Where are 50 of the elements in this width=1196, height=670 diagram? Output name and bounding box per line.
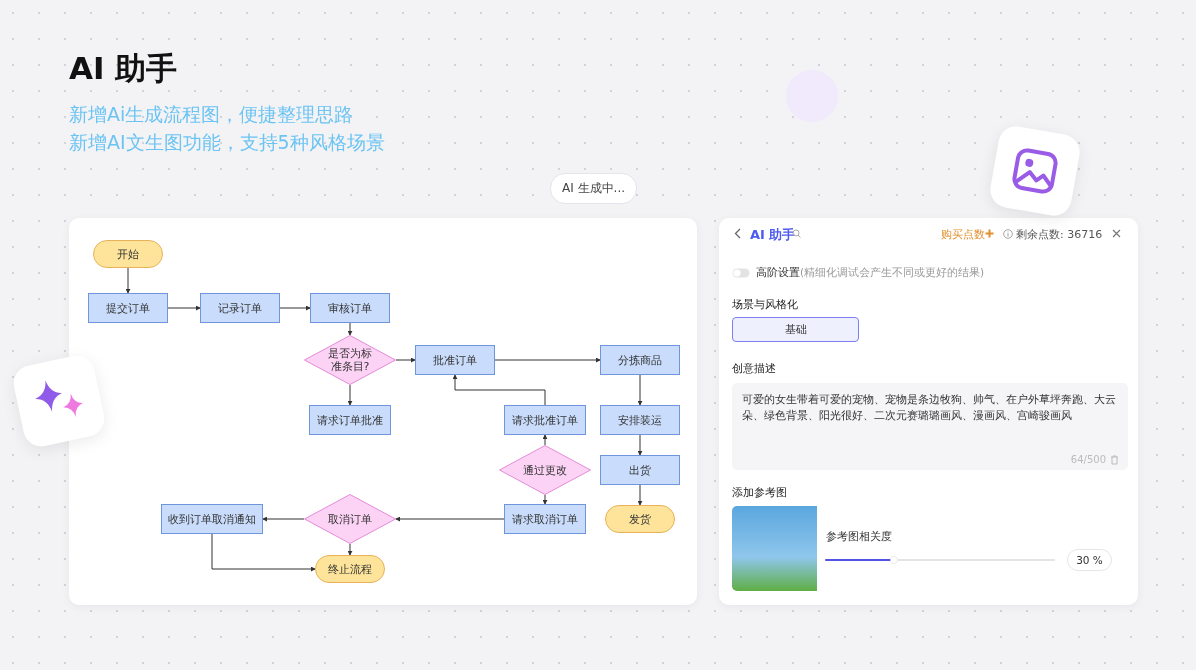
process-box: 出货 bbox=[600, 455, 680, 485]
arrow bbox=[637, 434, 643, 456]
section-heading: 创意描述 bbox=[732, 361, 776, 376]
arrow bbox=[542, 434, 548, 446]
arrow bbox=[452, 374, 546, 406]
terminal-pill: 开始 bbox=[93, 240, 163, 268]
arrow bbox=[494, 357, 601, 363]
terminal-pill: 终止流程 bbox=[315, 555, 385, 583]
title: AI 助手 bbox=[69, 49, 178, 88]
process-box: 批准订单 bbox=[415, 345, 495, 375]
subtitle: 新增Ai生成流程图，便捷整理思路 bbox=[69, 102, 354, 127]
percentage-field: 30 % bbox=[1067, 549, 1112, 571]
arrow bbox=[542, 494, 548, 505]
status-pill: AI 生成中... bbox=[550, 173, 637, 204]
decision-diamond: 是否为标准条目? bbox=[304, 335, 396, 385]
slider-label: 参考图相关度 bbox=[826, 529, 892, 544]
terminal-pill: 发货 bbox=[605, 505, 675, 533]
process-box: 提交订单 bbox=[88, 293, 168, 323]
arrow bbox=[395, 516, 505, 522]
setting-label: 高阶设置(精细化调试会产生不同或更好的结果) bbox=[756, 266, 985, 280]
process-box: 请求订单批准 bbox=[309, 405, 391, 435]
section-heading: 场景与风格化 bbox=[732, 297, 798, 312]
panel-title: AI 助手 bbox=[750, 226, 796, 244]
section-heading: 添加参考图 bbox=[732, 485, 787, 500]
arrow bbox=[637, 484, 643, 506]
process-box: 分拣商品 bbox=[600, 345, 680, 375]
process-box: 请求批准订单 bbox=[504, 405, 586, 435]
arrow bbox=[262, 516, 305, 522]
decision-diamond: 通过更改 bbox=[499, 445, 591, 495]
process-box: 请求取消订单 bbox=[504, 504, 586, 534]
arrow bbox=[279, 305, 311, 311]
description-field: 可爱的女生带着可爱的宠物、宠物是条边牧狗、帅气、在户外草坪奔跑、大云朵、绿色背景、阳光很好、二次元赛璐璐画风、漫画风、宫崎骏画风 64/500 bbox=[732, 383, 1128, 470]
process-box: 安排装运 bbox=[600, 405, 680, 435]
arrow bbox=[637, 374, 643, 406]
arrow bbox=[347, 543, 353, 556]
process-box: 审核订单 bbox=[310, 293, 390, 323]
process-box: 收到订单取消通知 bbox=[161, 504, 263, 534]
arrow bbox=[347, 322, 353, 336]
character-count: 64/500 bbox=[1070, 454, 1106, 466]
arrow bbox=[211, 533, 316, 572]
arrow bbox=[167, 305, 201, 311]
points-balance: 剩余点数: 36716 bbox=[1016, 227, 1103, 242]
arrow bbox=[347, 384, 353, 406]
process-box: 记录订单 bbox=[200, 293, 280, 323]
arrow bbox=[395, 357, 416, 363]
style-option-button: 基础 bbox=[732, 317, 859, 342]
decision-diamond: 取消订单 bbox=[304, 494, 396, 544]
subtitle: 新增AI文生图功能，支持5种风格场景 bbox=[69, 130, 385, 155]
arrow bbox=[125, 267, 131, 294]
buy-points-link: 购买点数 bbox=[941, 227, 985, 242]
